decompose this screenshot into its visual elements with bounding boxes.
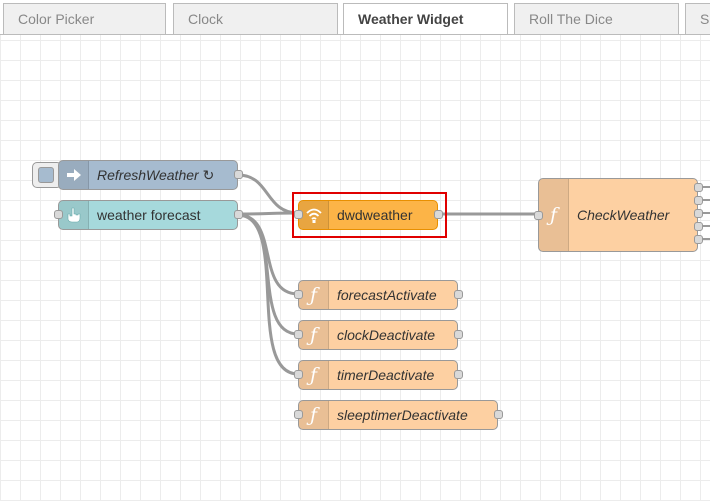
input-port[interactable] <box>294 290 303 299</box>
tab-clock[interactable]: Clock <box>173 3 338 34</box>
function-icon: ƒ <box>299 361 329 389</box>
hand-pointer-icon <box>59 201 89 229</box>
output-port-2[interactable] <box>694 196 703 205</box>
tab-weather-widget[interactable]: Weather Widget <box>343 3 508 34</box>
input-port[interactable] <box>294 370 303 379</box>
node-label: timerDeactivate <box>337 367 435 383</box>
output-port-1[interactable] <box>694 183 703 192</box>
output-port[interactable] <box>434 210 443 219</box>
tab-roll-the-dice[interactable]: Roll The Dice <box>514 3 679 34</box>
output-port-3[interactable] <box>694 209 703 218</box>
node-clockdeactivate[interactable]: ƒ clockDeactivate <box>294 320 463 350</box>
input-port[interactable] <box>294 410 303 419</box>
node-sleeptimerdeactivate[interactable]: ƒ sleeptimerDeactivate <box>294 400 503 430</box>
output-port[interactable] <box>454 290 463 299</box>
node-label: dwdweather <box>337 207 413 223</box>
output-port-4[interactable] <box>694 222 703 231</box>
tab-color-picker[interactable]: Color Picker <box>3 3 166 34</box>
node-forecastactivate[interactable]: ƒ forecastActivate <box>294 280 463 310</box>
inject-trigger-button[interactable] <box>32 162 62 188</box>
selection-highlight <box>292 192 447 238</box>
arrow-right-icon <box>59 161 89 189</box>
function-icon: ƒ <box>299 281 329 309</box>
function-icon: ƒ <box>299 401 329 429</box>
node-label: sleeptimerDeactivate <box>337 407 468 423</box>
output-port-5[interactable] <box>694 235 703 244</box>
output-port[interactable] <box>234 170 243 179</box>
output-port[interactable] <box>454 370 463 379</box>
node-refreshweather[interactable]: RefreshWeather ↻ <box>58 160 243 190</box>
input-port[interactable] <box>54 210 63 219</box>
node-checkweather[interactable]: ƒ CheckWeather <box>534 178 703 252</box>
inject-trigger-square <box>38 167 54 183</box>
input-port[interactable] <box>534 211 543 220</box>
wires-layer <box>237 173 710 376</box>
node-label: RefreshWeather ↻ <box>97 167 215 183</box>
input-port[interactable] <box>294 210 303 219</box>
wire-forecast-to-timerdeactivate <box>237 213 299 376</box>
node-label: weather forecast <box>97 207 201 223</box>
function-icon: ƒ <box>299 321 329 349</box>
output-port[interactable] <box>234 210 243 219</box>
flow-workspace[interactable]: RefreshWeather ↻ weather forecast dwdwea… <box>0 35 710 501</box>
node-weather-forecast[interactable]: weather forecast <box>54 200 243 230</box>
input-port[interactable] <box>294 330 303 339</box>
wire-forecast-to-dwd <box>237 211 299 216</box>
wifi-signal-icon <box>299 201 329 229</box>
node-label: forecastActivate <box>337 287 437 303</box>
output-port[interactable] <box>454 330 463 339</box>
flow-tab-bar: Color Picker Clock Weather Widget Roll T… <box>0 0 710 35</box>
wire-refresh-to-dwd <box>237 173 299 215</box>
output-port[interactable] <box>494 410 503 419</box>
node-label: CheckWeather <box>577 207 670 223</box>
tab-partial[interactable]: Sl <box>685 3 710 34</box>
node-dwdweather[interactable]: dwdweather <box>294 200 443 230</box>
node-label: clockDeactivate <box>337 327 436 343</box>
node-timerdeactivate[interactable]: ƒ timerDeactivate <box>294 360 463 390</box>
function-icon: ƒ <box>539 179 569 251</box>
